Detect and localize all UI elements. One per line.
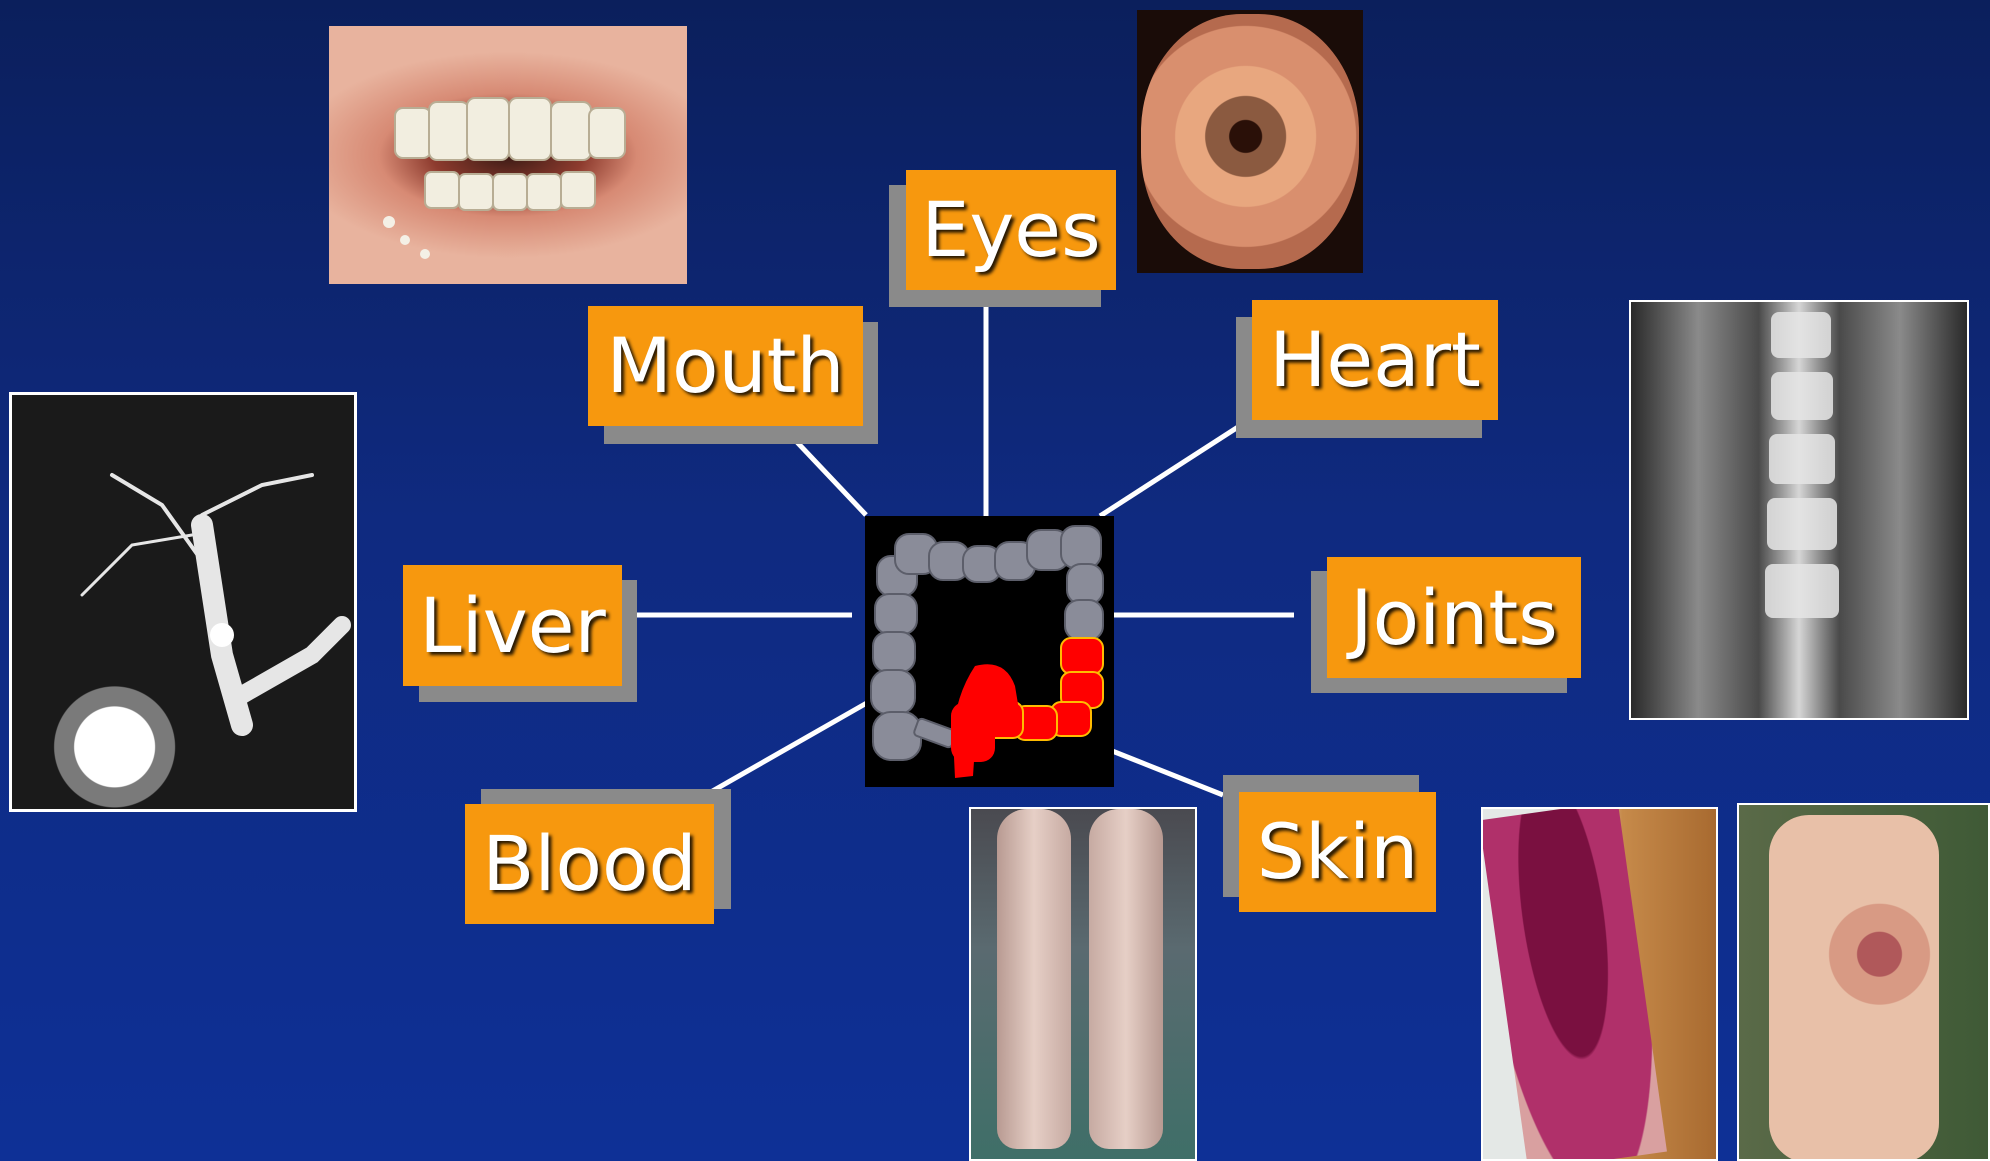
legs-photo (969, 807, 1197, 1161)
colon-illustration (865, 516, 1114, 787)
left-leg (997, 809, 1071, 1149)
skin-lesion-photo-1 (1481, 807, 1718, 1161)
spine-xray (1629, 300, 1969, 720)
heart-label: Heart (1252, 300, 1498, 420)
connector-heart (1100, 418, 1252, 516)
cholangiogram-xray (9, 392, 357, 812)
arm-with-lesion (1481, 807, 1667, 1161)
eyes-label: Eyes (906, 170, 1116, 290)
bile-duct-illustration (12, 395, 354, 809)
joints-label: Joints (1327, 557, 1581, 678)
liver-label: Liver (403, 565, 622, 686)
mouth-photo (329, 26, 687, 284)
mouth-label: Mouth (588, 306, 863, 426)
shin-with-nodule (1769, 815, 1939, 1161)
colon-diagram (865, 516, 1114, 787)
blood-label: Blood (465, 804, 714, 924)
skin-lesion-photo-2 (1737, 803, 1990, 1161)
skin-label: Skin (1239, 792, 1436, 912)
right-leg (1089, 809, 1163, 1149)
eye-disc (1141, 14, 1359, 269)
vertebrae-illustration (1631, 302, 1967, 718)
eye-photo (1137, 10, 1363, 273)
teeth-illustration (329, 26, 687, 284)
